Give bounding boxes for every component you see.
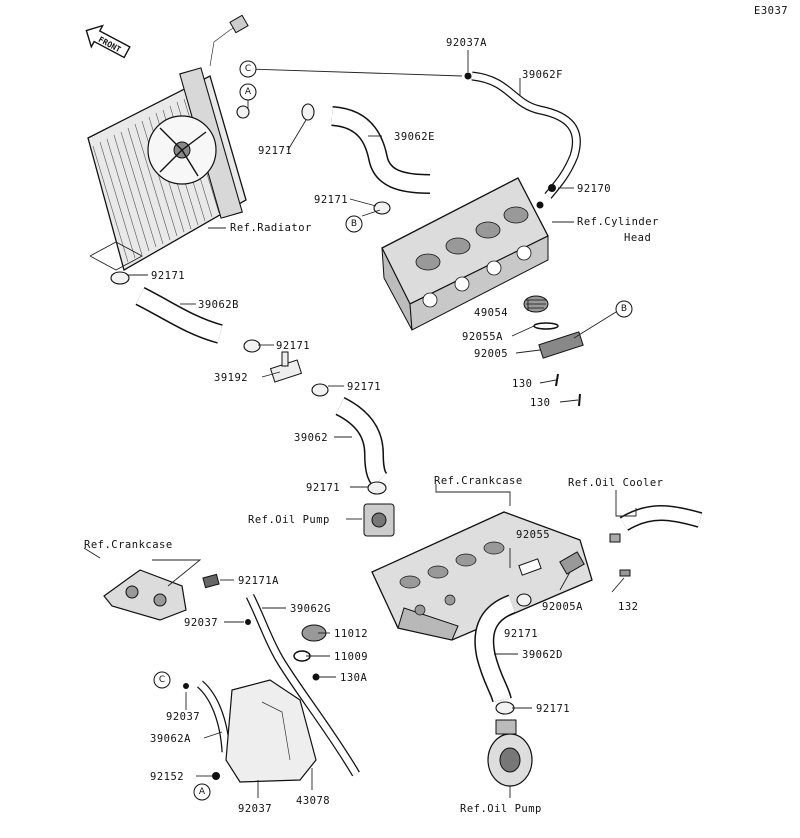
hoses-group	[135, 71, 703, 777]
label-11012: 11012	[334, 628, 368, 640]
label-43078: 43078	[296, 795, 330, 807]
label-92171: 92171	[306, 482, 340, 494]
svg-text:B: B	[621, 304, 627, 314]
svg-text:C: C	[159, 675, 165, 685]
label-ref-oil-cooler: Ref.Oil Cooler	[568, 477, 664, 489]
label-130A: 130A	[340, 672, 367, 684]
label-49054: 49054	[474, 307, 508, 319]
label-ref-radiator: Ref.Radiator	[230, 222, 312, 234]
label-39062B: 39062B	[198, 299, 239, 311]
label-ref-cylinder-head: Head	[624, 232, 651, 244]
label-92005A: 92005A	[542, 601, 583, 613]
label-39062F: 39062F	[522, 69, 563, 81]
diagram-code: E3037	[754, 5, 788, 17]
label-39192: 39192	[214, 372, 248, 384]
callout-b-right: B	[615, 300, 633, 318]
label-92170: 92170	[577, 183, 611, 195]
label-92171: 92171	[276, 340, 310, 352]
callout-b-mid: B	[345, 215, 363, 233]
label-92171: 92171	[258, 145, 292, 157]
callout-c-top: C	[239, 60, 257, 78]
label-92171: 92171	[314, 194, 348, 206]
label-39062G: 39062G	[290, 603, 331, 615]
callout-a-bottom: A	[193, 783, 211, 801]
label-11009: 11009	[334, 651, 368, 663]
oil-pump-upper-part	[363, 503, 395, 537]
label-92037A: 92037A	[446, 37, 487, 49]
callout-a-top: A	[239, 83, 257, 101]
label-39062: 39062	[294, 432, 328, 444]
label-39062A: 39062A	[150, 733, 191, 745]
svg-text:A: A	[199, 787, 206, 797]
label-92152: 92152	[150, 771, 184, 783]
radiator-part	[87, 14, 249, 271]
label-92037: 92037	[238, 803, 272, 815]
label-92005: 92005	[474, 348, 508, 360]
label-92055: 92055	[516, 529, 550, 541]
part-labels: 92037A 39062F 39062E 92171 92171 92170 R…	[84, 37, 664, 815]
callout-c-bottom: C	[153, 671, 171, 689]
cylinder-head-part	[381, 177, 549, 331]
label-130: 130	[530, 397, 550, 409]
front-arrow-icon: FRONT	[85, 24, 131, 59]
label-92055A: 92055A	[462, 331, 503, 343]
label-92171: 92171	[536, 703, 570, 715]
label-92037: 92037	[166, 711, 200, 723]
clamp-icon	[110, 271, 130, 285]
label-ref-crankcase: Ref.Crankcase	[434, 475, 523, 487]
label-39062D: 39062D	[522, 649, 563, 661]
svg-text:C: C	[245, 64, 251, 74]
label-ref-crankcase: Ref.Crankcase	[84, 539, 173, 551]
label-92171: 92171	[151, 270, 185, 282]
svg-text:A: A	[245, 87, 252, 97]
label-92171: 92171	[504, 628, 538, 640]
oil-pump-lower-part	[487, 719, 533, 787]
crankcase-part	[371, 511, 593, 641]
crankcase-fragment-part	[103, 569, 220, 621]
label-92171A: 92171A	[238, 575, 279, 587]
thermostat-part	[523, 295, 549, 313]
label-ref-cylinder: Ref.Cylinder	[577, 216, 659, 228]
reservoir-tank-part	[225, 679, 317, 783]
label-92171: 92171	[347, 381, 381, 393]
label-130: 130	[512, 378, 532, 390]
label-132: 132	[618, 601, 638, 613]
label-39062E: 39062E	[394, 131, 435, 143]
label-92037: 92037	[184, 617, 218, 629]
label-ref-oil-pump: Ref.Oil Pump	[460, 803, 542, 815]
label-ref-oil-pump: Ref.Oil Pump	[248, 514, 330, 526]
leader-lines	[83, 50, 637, 798]
svg-text:B: B	[351, 219, 357, 229]
